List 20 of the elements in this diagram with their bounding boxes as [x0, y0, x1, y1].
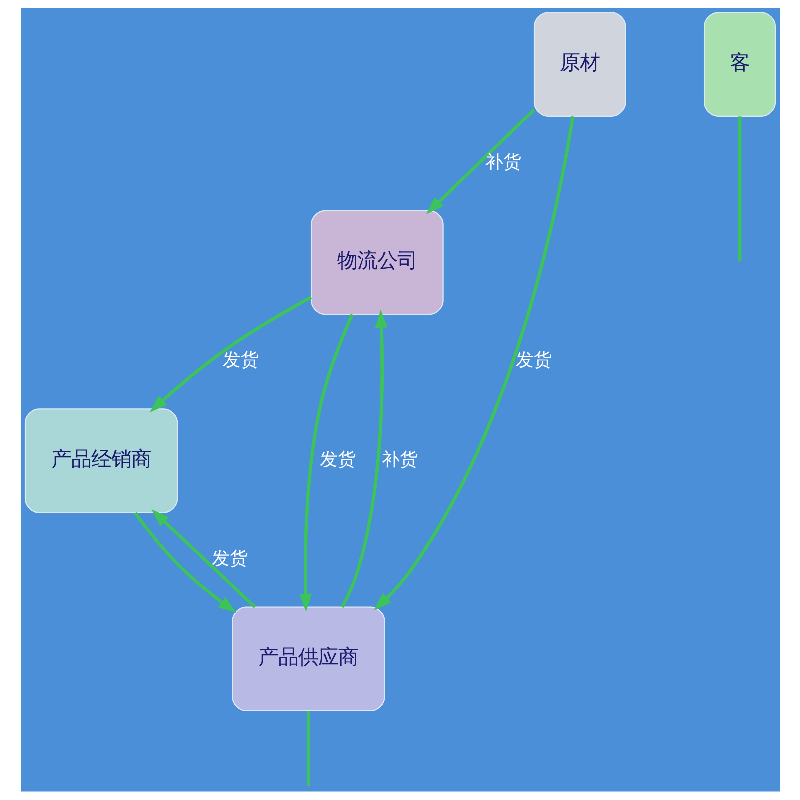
- arrow: [134, 512, 236, 614]
- node-box: 原材: [533, 12, 626, 117]
- edge-label: 发货: [222, 350, 259, 372]
- node-box: 物流公司: [310, 210, 444, 316]
- arrow: [426, 108, 535, 214]
- arrow: [151, 510, 256, 609]
- edge-label: 发货: [211, 548, 248, 570]
- arrow: [149, 296, 312, 413]
- node-box: 客: [703, 12, 776, 117]
- edge-label: 补货: [381, 449, 418, 470]
- edge-label: 发货: [320, 449, 356, 470]
- node-box: 产品供应商: [232, 606, 385, 712]
- node-box: 产品经销商: [24, 408, 178, 514]
- edge-label: 发货: [515, 350, 552, 372]
- arrow: [340, 310, 388, 608]
- edge-label: 补货: [485, 152, 522, 173]
- arrow: [374, 116, 574, 611]
- arrow: [299, 314, 354, 612]
- connector: [738, 116, 742, 262]
- connector: [306, 711, 310, 786]
